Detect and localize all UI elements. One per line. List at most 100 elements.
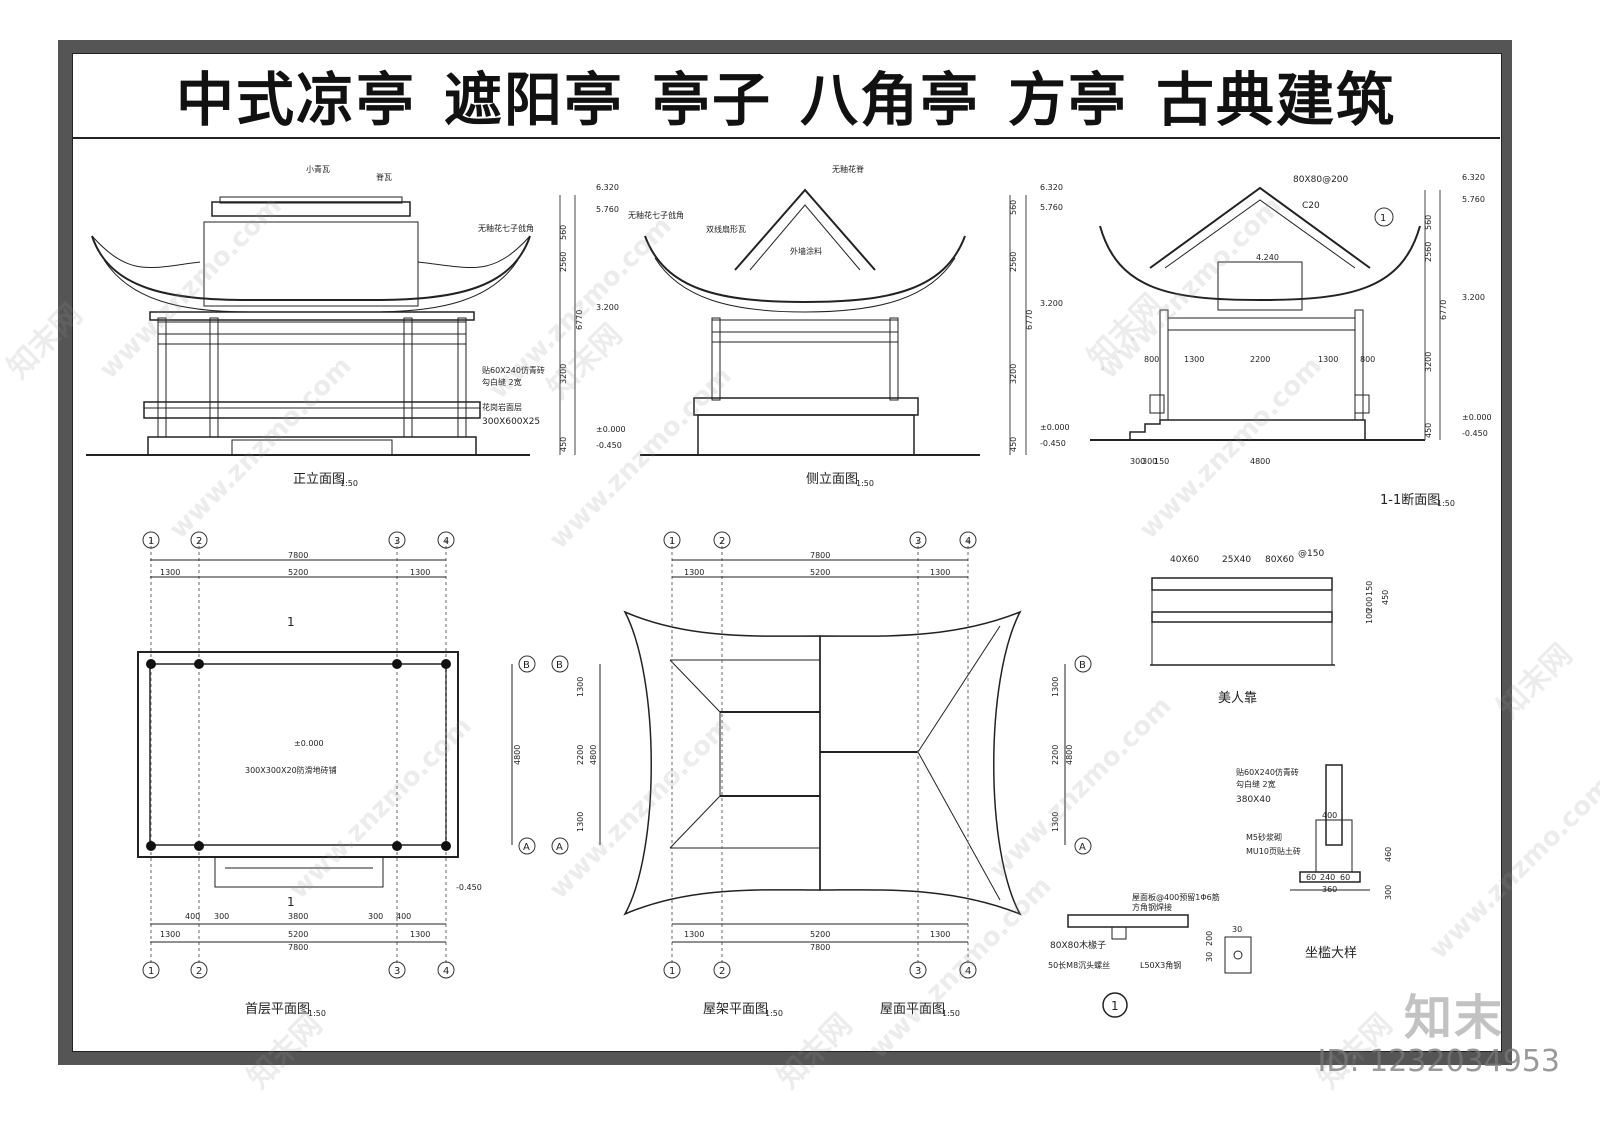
annotation: 屋面板@400预留1Φ6筋 [1132,892,1220,902]
brand-logo: 知末 [1403,990,1504,1046]
scale-note: 1:50 [1437,499,1455,508]
bench-detail [1150,577,1335,666]
watermark: 知末网 [241,1007,329,1095]
scale-note: 1:50 [765,1009,783,1018]
elevation-mark: -0.450 [1040,439,1066,448]
elevation-mark: -0.450 [456,883,482,892]
dimension: 150 [1154,457,1169,466]
watermark: www.znzmo.com [864,871,1058,1065]
elevation-mark: ±0.000 [596,425,626,434]
elevation-mark: 5.760 [596,205,619,214]
front-elevation [86,196,531,456]
annotation: 80X80木椽子 [1050,939,1106,951]
axis-label: 4 [965,966,971,977]
elevation-mark: ±0.000 [294,739,324,748]
dimension: 560 [1009,200,1018,215]
dimension: 1300 [930,930,950,939]
dimension: 6770 [1439,300,1448,320]
title-word: 中式凉亭 [175,66,416,134]
dimension: 1300 [1051,812,1060,832]
dimension: 200 [1365,597,1374,612]
dimension: 4800 [1250,457,1270,466]
axis-label: A [556,842,563,853]
axis-label: 3 [394,966,400,977]
dimension: 2560 [1009,252,1018,272]
dimension: 2200 [576,745,585,765]
dimension: 1300 [576,677,585,697]
annotation: C20 [1302,201,1320,211]
section-mark: 1 [287,615,295,629]
elevation-mark: 4.240 [1256,253,1279,262]
annotation: 小青瓦 [306,164,330,174]
axis-label: 1 [669,536,675,547]
dimension: 450 [1424,423,1433,438]
title-word: 亭子 [651,66,772,134]
elevation-mark: 3.200 [1462,293,1485,302]
dimension: 7800 [288,943,308,952]
elevation-mark: 3.200 [1040,299,1063,308]
dimension: 7800 [288,551,308,560]
elevation-mark: 6.320 [596,183,619,192]
roof-plan [599,540,1066,965]
annotation: 方角钢焊接 [1132,902,1172,912]
dimension: 240 [1320,873,1335,882]
image-id: ID: 1232034953 [1317,1044,1560,1079]
title-word: 遮阳亭 [443,66,624,134]
ground-floor-plan [137,540,513,965]
dimension: 800 [1144,355,1159,364]
annotation: M5砂浆砌 [1246,832,1282,842]
axis-label: 1 [148,966,154,977]
dimension: 1300 [160,568,180,577]
dimension: 4800 [513,745,522,765]
dimension: 1300 [930,568,950,577]
dimension: 1300 [410,930,430,939]
dimension: 3200 [559,364,568,384]
axis-bubbles [142,207,1394,979]
annotation: 80X80@200 [1293,175,1349,185]
dimension: 800 [1360,355,1375,364]
title-word: 古典建筑 [1156,66,1397,134]
view-title: 屋架平面图 [703,1002,768,1017]
axis-label: A [1079,842,1086,853]
dimension: 5200 [810,568,830,577]
annotation: 80X60 [1265,555,1294,565]
annotation: MU10页贴土砖 [1246,846,1301,856]
view-title: 正立面图 [293,472,345,487]
annotation: 无釉花脊 [832,164,864,174]
drawing-title: 中式凉亭 遮阳亭 亭子 八角亭 方亭 古典建筑 [72,53,1500,139]
axis-label: 2 [719,966,725,977]
annotation: 外墙涂料 [790,246,822,256]
elevation-mark: ±0.000 [1040,423,1070,432]
dimension: 30 [1232,925,1242,934]
sheet-border [72,53,1502,1052]
dimension: 4800 [589,745,598,765]
watermark: www.znzmo.com [984,691,1178,885]
elevation-mark: 3.200 [596,303,619,312]
dimension: 450 [559,437,568,452]
dimension: 300 [1384,885,1393,900]
view-title: 坐槛大样 [1305,946,1357,961]
scale-note: 1:50 [340,479,358,488]
axis-label: 4 [965,536,971,547]
watermark: 知末网 [1,297,89,385]
column-dots [146,659,451,851]
dimension: 200 [1205,931,1214,946]
dimension: 1300 [684,930,704,939]
axis-label: 3 [915,536,921,547]
title-word: 八角亭 [800,66,981,134]
dimension: 5200 [288,930,308,939]
dimension: 1300 [576,812,585,832]
dimension: 100 [1365,609,1374,624]
dimension: 3200 [1424,352,1433,372]
dimension: 6770 [575,310,584,330]
axis-label: B [1079,660,1086,671]
annotation: 贴60X240仿青砖 [482,365,545,375]
dimension: 300 [368,912,383,921]
annotation: 无釉花七子戗角 [478,223,534,233]
annotation: 贴60X240仿青砖 [1236,767,1299,777]
dimension: 2200 [1250,355,1270,364]
watermark: www.znzmo.com [1134,351,1328,545]
view-title: 1-1断面图 [1380,493,1440,508]
dimension: 400 [396,912,411,921]
annotation: 花岗岩面层 [482,402,522,412]
